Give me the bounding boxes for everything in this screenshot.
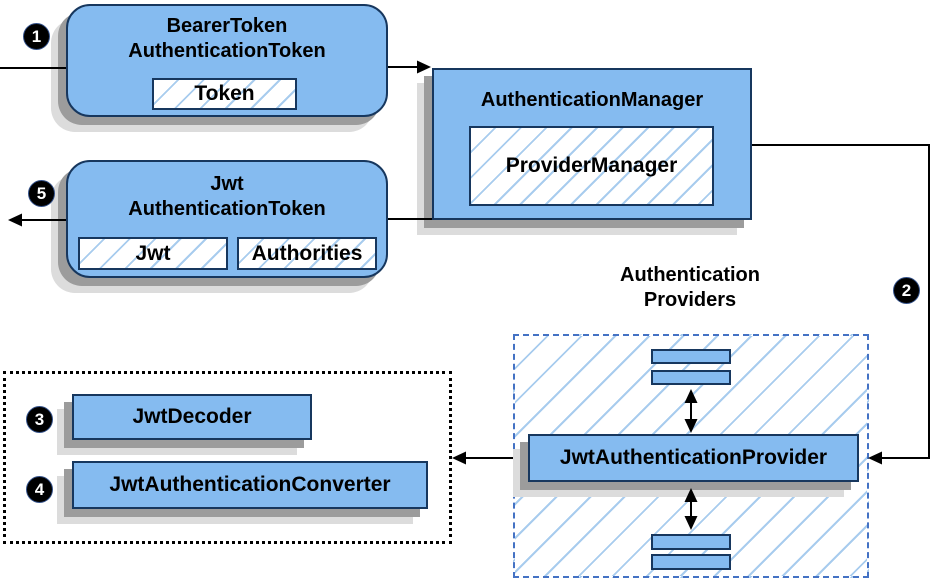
step-4-marker: 4 [26,476,53,503]
authorities-chip: Authorities [237,237,377,270]
bearer-token-box-title: BearerToken AuthenticationToken [66,14,388,64]
step-2-marker: 2 [893,277,920,304]
jwt-token-out-arrowhead-icon [8,213,22,227]
authentication-providers-label: Authentication Providers [575,263,805,313]
authentication-providers-label-line1: Authentication [620,264,760,286]
step-3-marker: 3 [26,406,53,433]
bearer-token-box-title-line1: BearerToken [166,15,288,37]
bearer-to-manager-arrowhead-icon [417,60,431,74]
bearer-token-box-title-line2: AuthenticationToken [128,40,326,62]
jwt-authentication-converter-box: JwtAuthenticationConverter [72,461,428,509]
jwt-chip: Jwt [78,237,228,270]
jwt-decoder-box: JwtDecoder [72,394,312,440]
jwt-token-box-title-line1: Jwt [210,173,244,195]
step-5-marker: 5 [28,180,55,207]
jwt-token-box-title: Jwt AuthenticationToken [66,172,388,222]
provider-manager-chip: ProviderManager [469,126,714,206]
step-1-marker: 1 [23,23,50,50]
jwt-authentication-provider-box: JwtAuthenticationProvider [528,434,859,482]
jwt-token-box-title-line2: AuthenticationToken [128,198,326,220]
provider-placeholder-bar-top-1 [651,349,731,364]
authentication-manager-title: AuthenticationManager [480,89,704,111]
authentication-providers-label-line2: Providers [643,289,737,311]
provider-placeholder-bar-top-2 [651,370,731,385]
provider-placeholder-bar-bottom-2 [651,554,731,570]
manager-to-provider-arrowhead-icon [868,451,882,465]
token-chip: Token [152,78,297,110]
provider-placeholder-bar-bottom-1 [651,534,731,550]
provider-to-converters-arrowhead-icon [452,451,466,465]
